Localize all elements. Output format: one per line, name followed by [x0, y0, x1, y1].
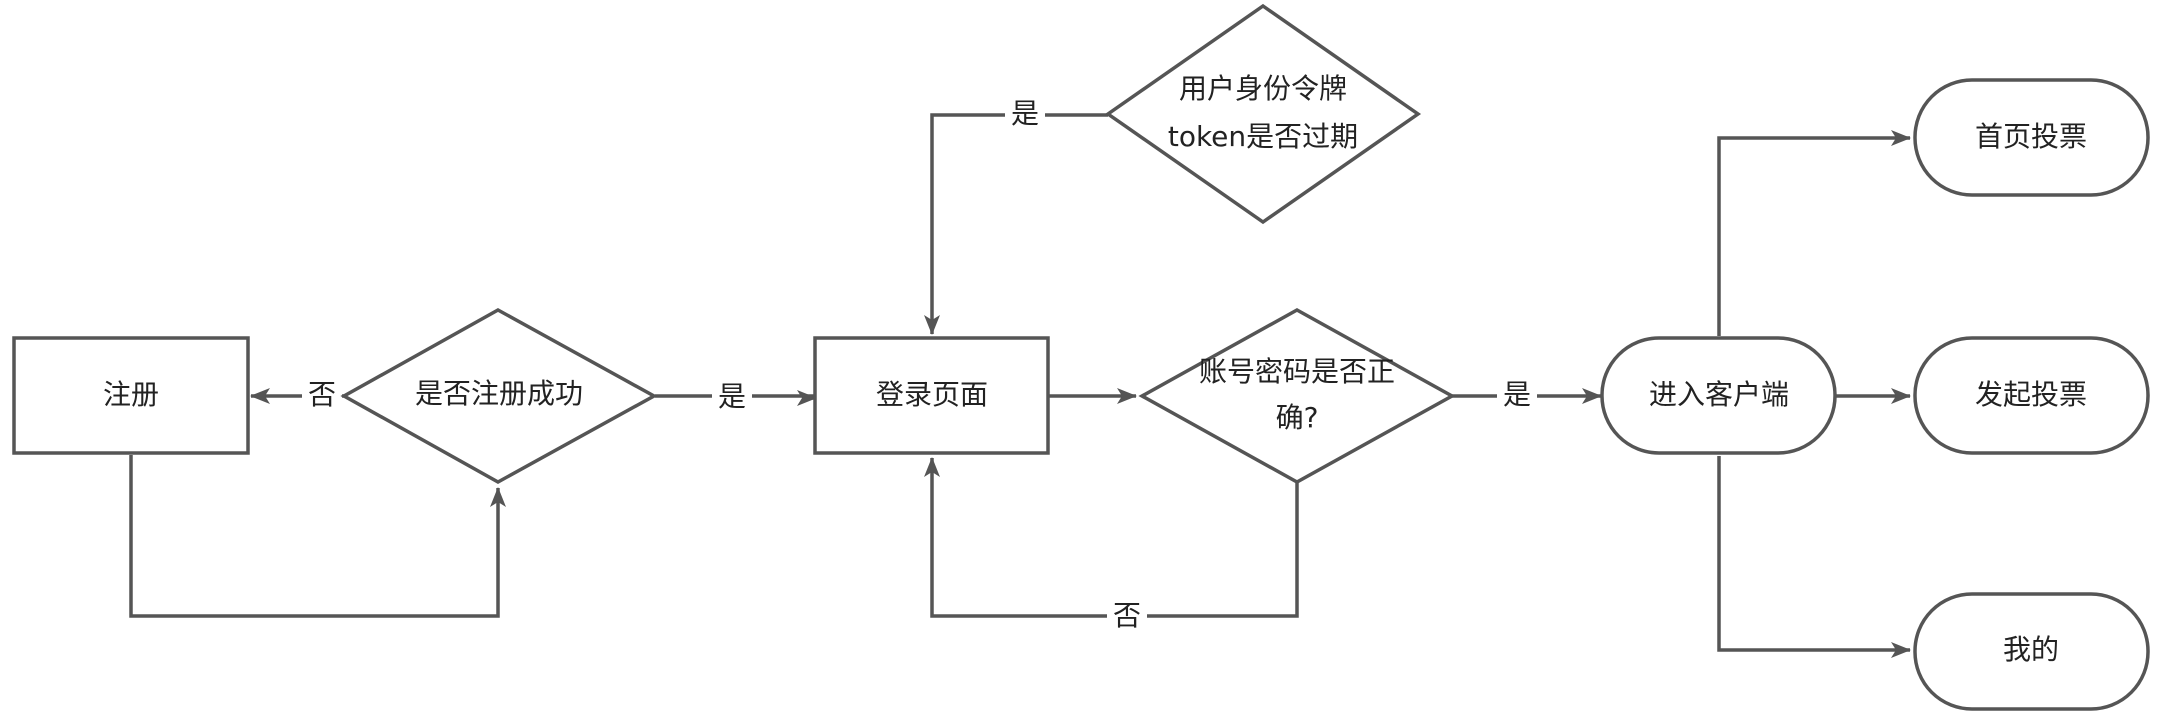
edge-register-to-check	[129, 455, 506, 618]
edge-label-password-ok: 是	[1503, 378, 1531, 411]
register-success-label: 是否注册成功	[415, 377, 583, 410]
edge-token-expired	[924, 113, 1108, 335]
edge-label-register-ok: 是	[718, 380, 746, 413]
edge-client-to-mine	[1717, 456, 1911, 658]
login-page-box	[813, 336, 1050, 455]
register-box	[12, 336, 250, 455]
token-check-decision	[1104, 3, 1422, 225]
mine-terminal	[1913, 592, 2150, 711]
token-check-label-line1: 用户身份令牌	[1179, 72, 1347, 105]
password-check-label-line2: 确?	[1276, 401, 1319, 434]
home-vote-label: 首页投票	[1975, 120, 2087, 153]
edge-client-to-home-vote	[1717, 130, 1911, 336]
edge-password-wrong	[924, 457, 1299, 618]
home-vote-terminal	[1913, 78, 2150, 197]
password-check-label-line1: 账号密码是否正	[1199, 355, 1395, 388]
start-vote-terminal	[1913, 336, 2150, 455]
mine-label: 我的	[2003, 633, 2059, 666]
login-page-label: 登录页面	[876, 378, 988, 411]
password-check-decision	[1138, 307, 1456, 485]
token-check-label-line2: token是否过期	[1168, 120, 1358, 153]
register-success-decision	[340, 307, 658, 485]
start-vote-label: 发起投票	[1975, 378, 2087, 411]
register-label: 注册	[103, 378, 159, 411]
edge-label-token-expired: 是	[1011, 97, 1039, 130]
client-label: 进入客户端	[1649, 378, 1789, 411]
edge-label-register-fail: 否	[308, 378, 336, 411]
client-terminal	[1600, 336, 1837, 455]
edge-label-password-wrong: 否	[1113, 599, 1141, 632]
